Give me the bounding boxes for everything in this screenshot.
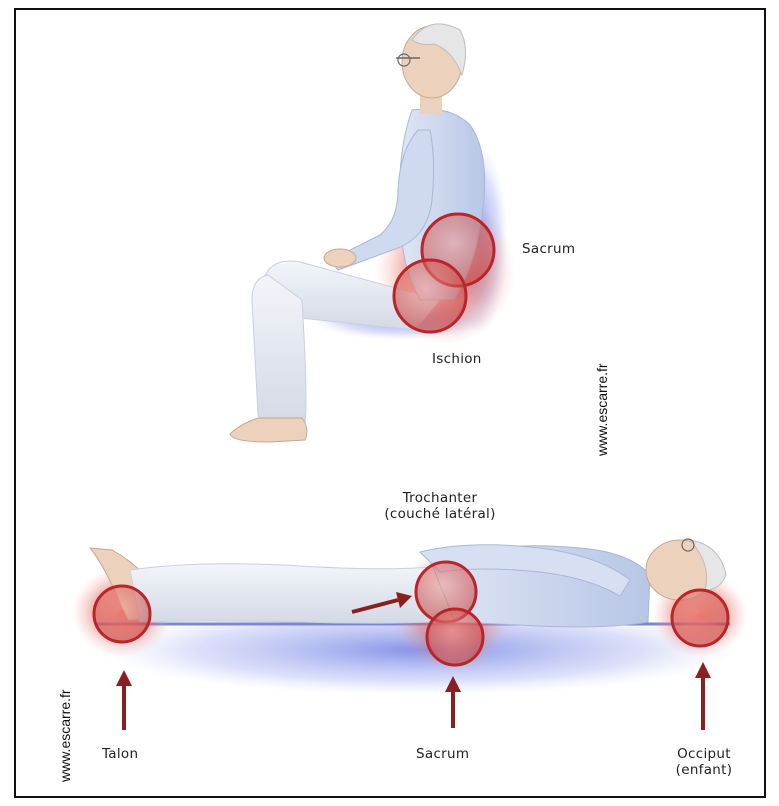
- seated-lower-leg: [252, 275, 306, 425]
- label-sacrum-seated: Sacrum: [522, 241, 575, 257]
- label-occiput-line1: Occiput: [654, 746, 754, 762]
- label-sacrum-lying: Sacrum: [416, 746, 469, 762]
- watermark-top: www.escarre.fr: [594, 363, 610, 456]
- heel-arrowhead-icon: [116, 670, 132, 686]
- seated-patient: [230, 24, 515, 442]
- label-occiput-line2: (enfant): [654, 762, 754, 778]
- seated-foot: [230, 418, 307, 442]
- seated-hand: [324, 249, 356, 267]
- label-talon: Talon: [102, 746, 138, 762]
- ischion-marker: [394, 260, 466, 332]
- label-trochanter: Trochanter (couché latéral): [355, 490, 525, 522]
- label-ischion: Ischion: [432, 351, 482, 367]
- watermark-bottom: www.escarre.fr: [57, 689, 73, 782]
- occiput-marker: [672, 590, 728, 646]
- sacrum-lying-marker: [427, 609, 483, 665]
- lying-patient: [72, 539, 748, 730]
- label-trochanter-line1: Trochanter: [355, 490, 525, 506]
- heel-marker: [94, 586, 150, 642]
- label-occiput: Occiput (enfant): [654, 746, 754, 778]
- label-trochanter-line2: (couché latéral): [355, 506, 525, 522]
